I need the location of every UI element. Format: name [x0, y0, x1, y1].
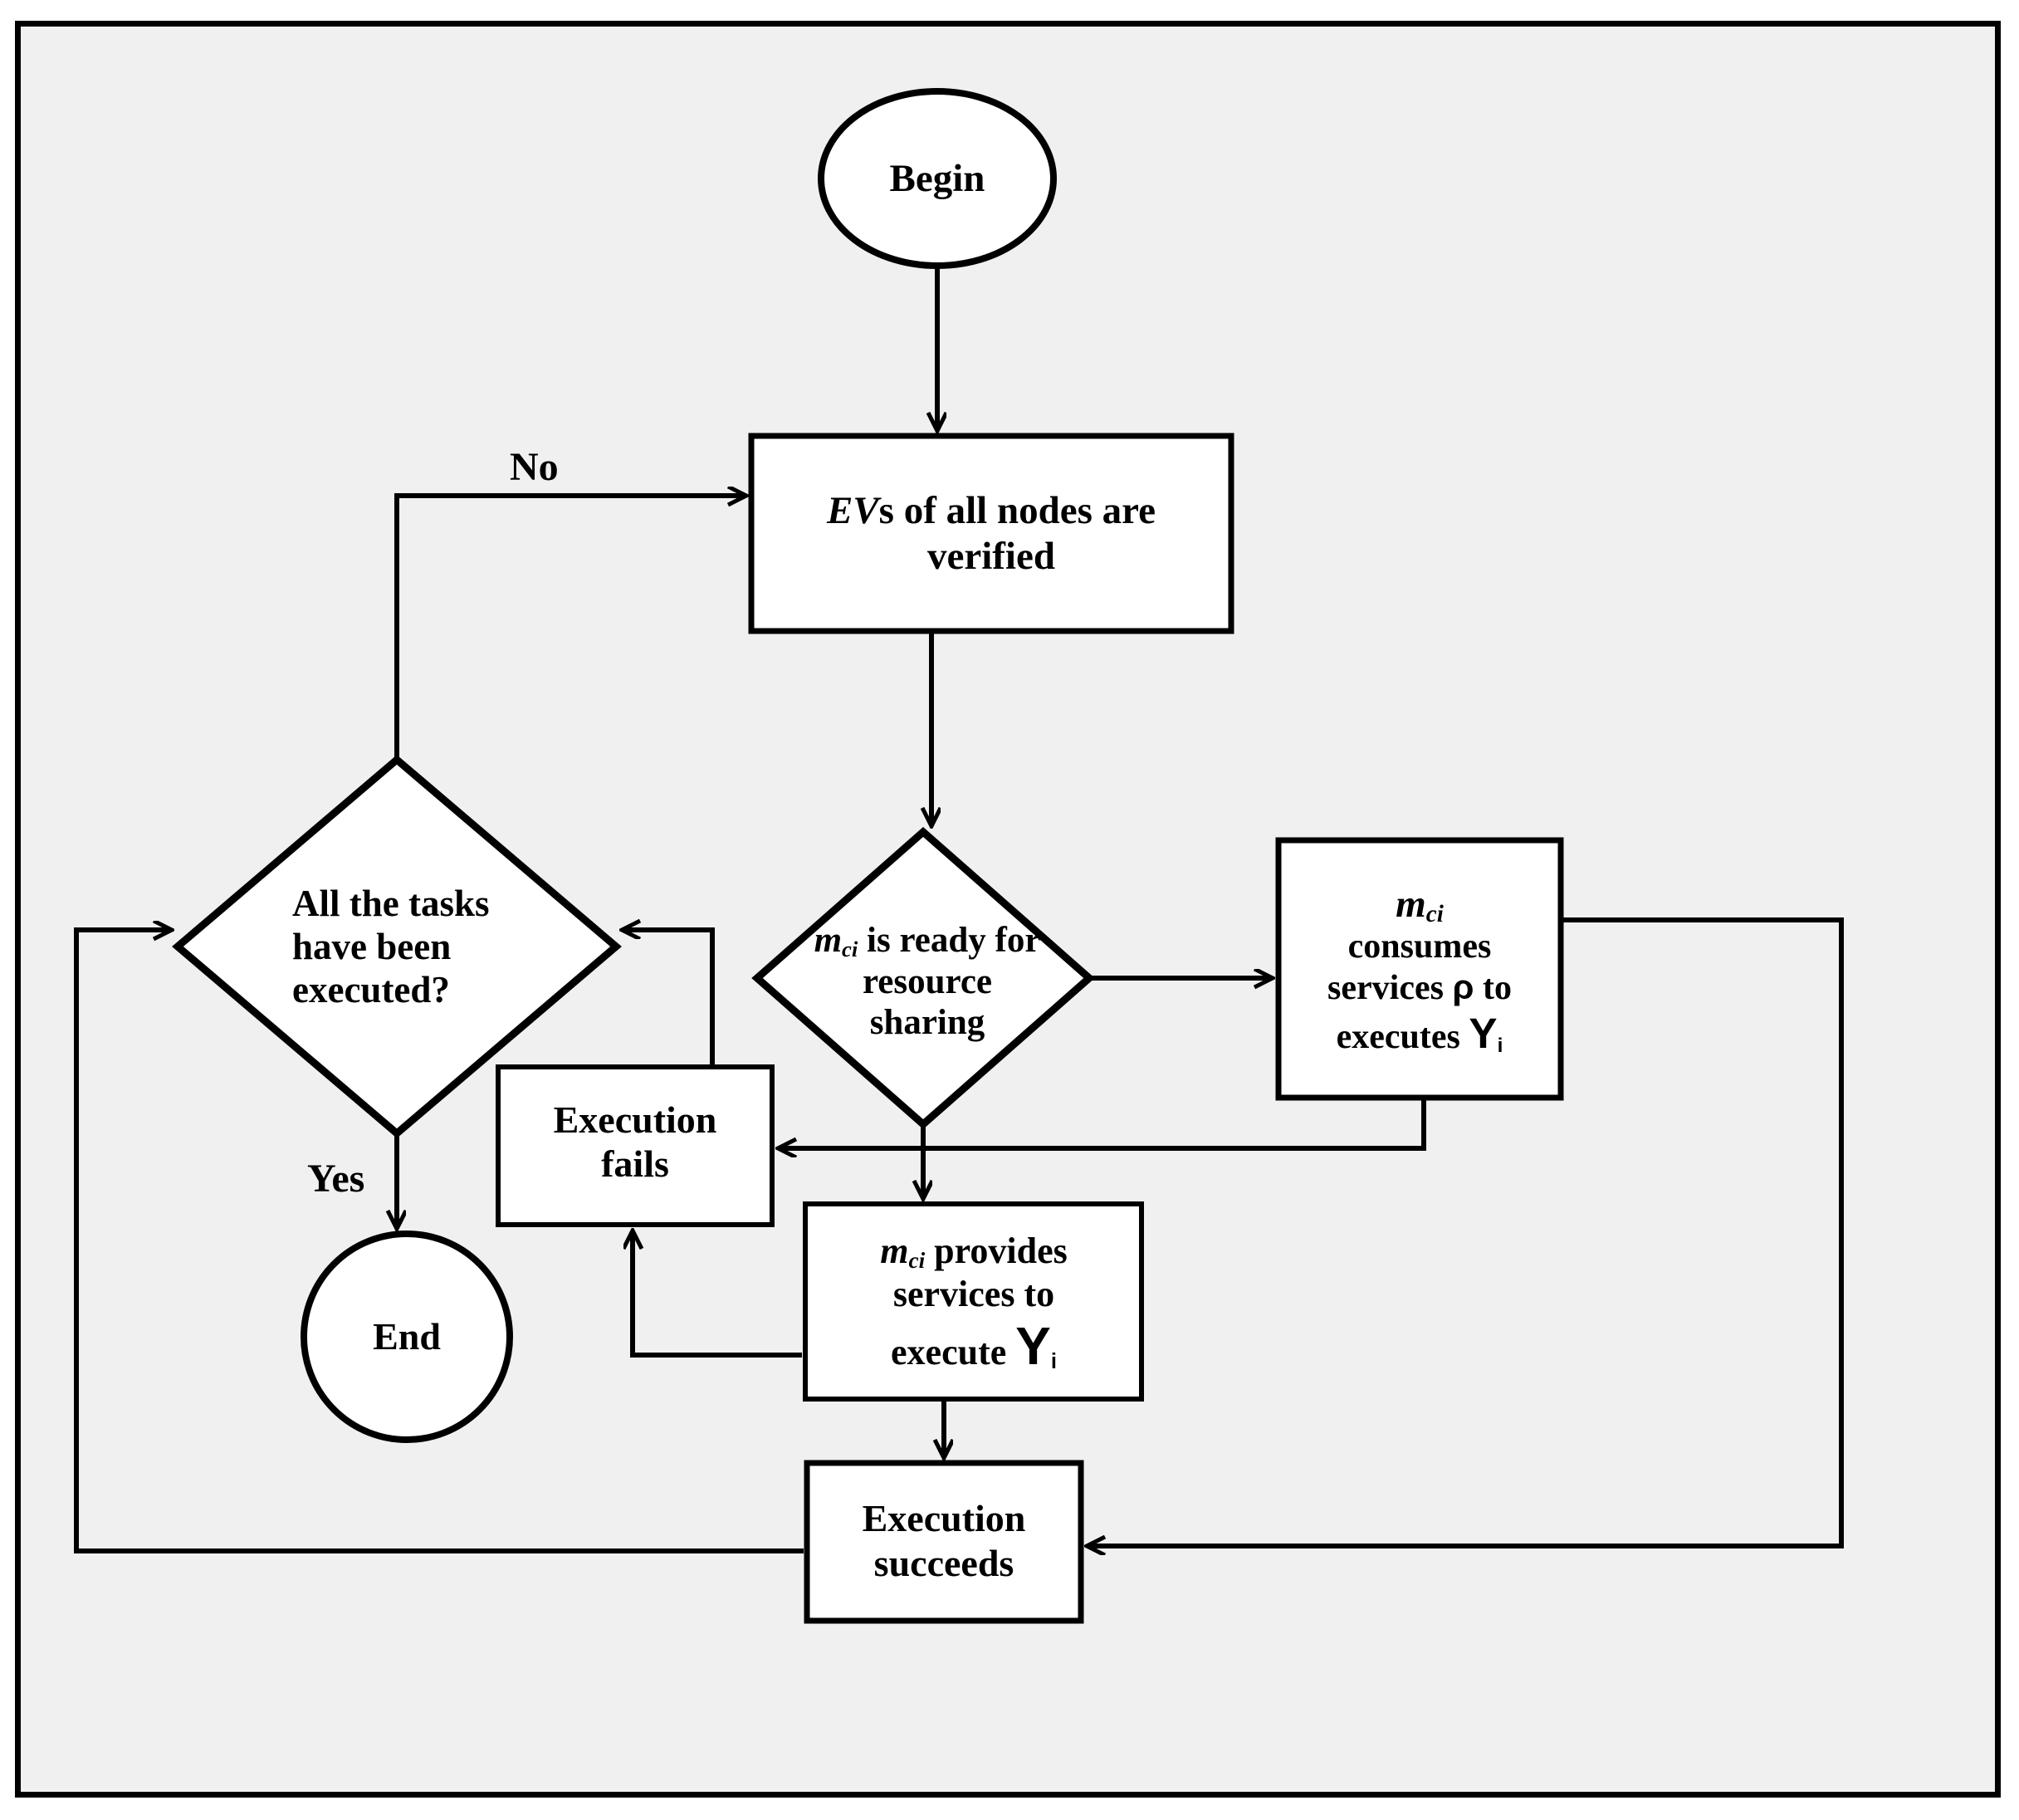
edge-consumes-to-fails — [779, 1098, 1426, 1148]
edge-succeeds-to-all-tasks — [74, 930, 804, 1553]
shape-begin-ellipse — [818, 88, 1057, 269]
shape-consumes-rect — [1275, 837, 1564, 1101]
shape-verify-rect — [748, 433, 1234, 634]
edge-label-no: No — [510, 445, 559, 489]
edge-label-yes: Yes — [307, 1157, 365, 1201]
edge-consumes-to-succeeds — [1088, 917, 1844, 1546]
edge-fails-to-all-tasks — [623, 930, 715, 1065]
shape-provides-rect — [803, 1201, 1144, 1402]
shape-ready-diamond — [751, 827, 1095, 1129]
shape-end-circle — [301, 1230, 513, 1443]
edge-provides-to-fails — [633, 1231, 802, 1358]
shape-succeeds-rect — [804, 1460, 1084, 1624]
shape-fails-rect — [496, 1064, 775, 1227]
edge-all-tasks-no-to-verify — [394, 496, 746, 758]
